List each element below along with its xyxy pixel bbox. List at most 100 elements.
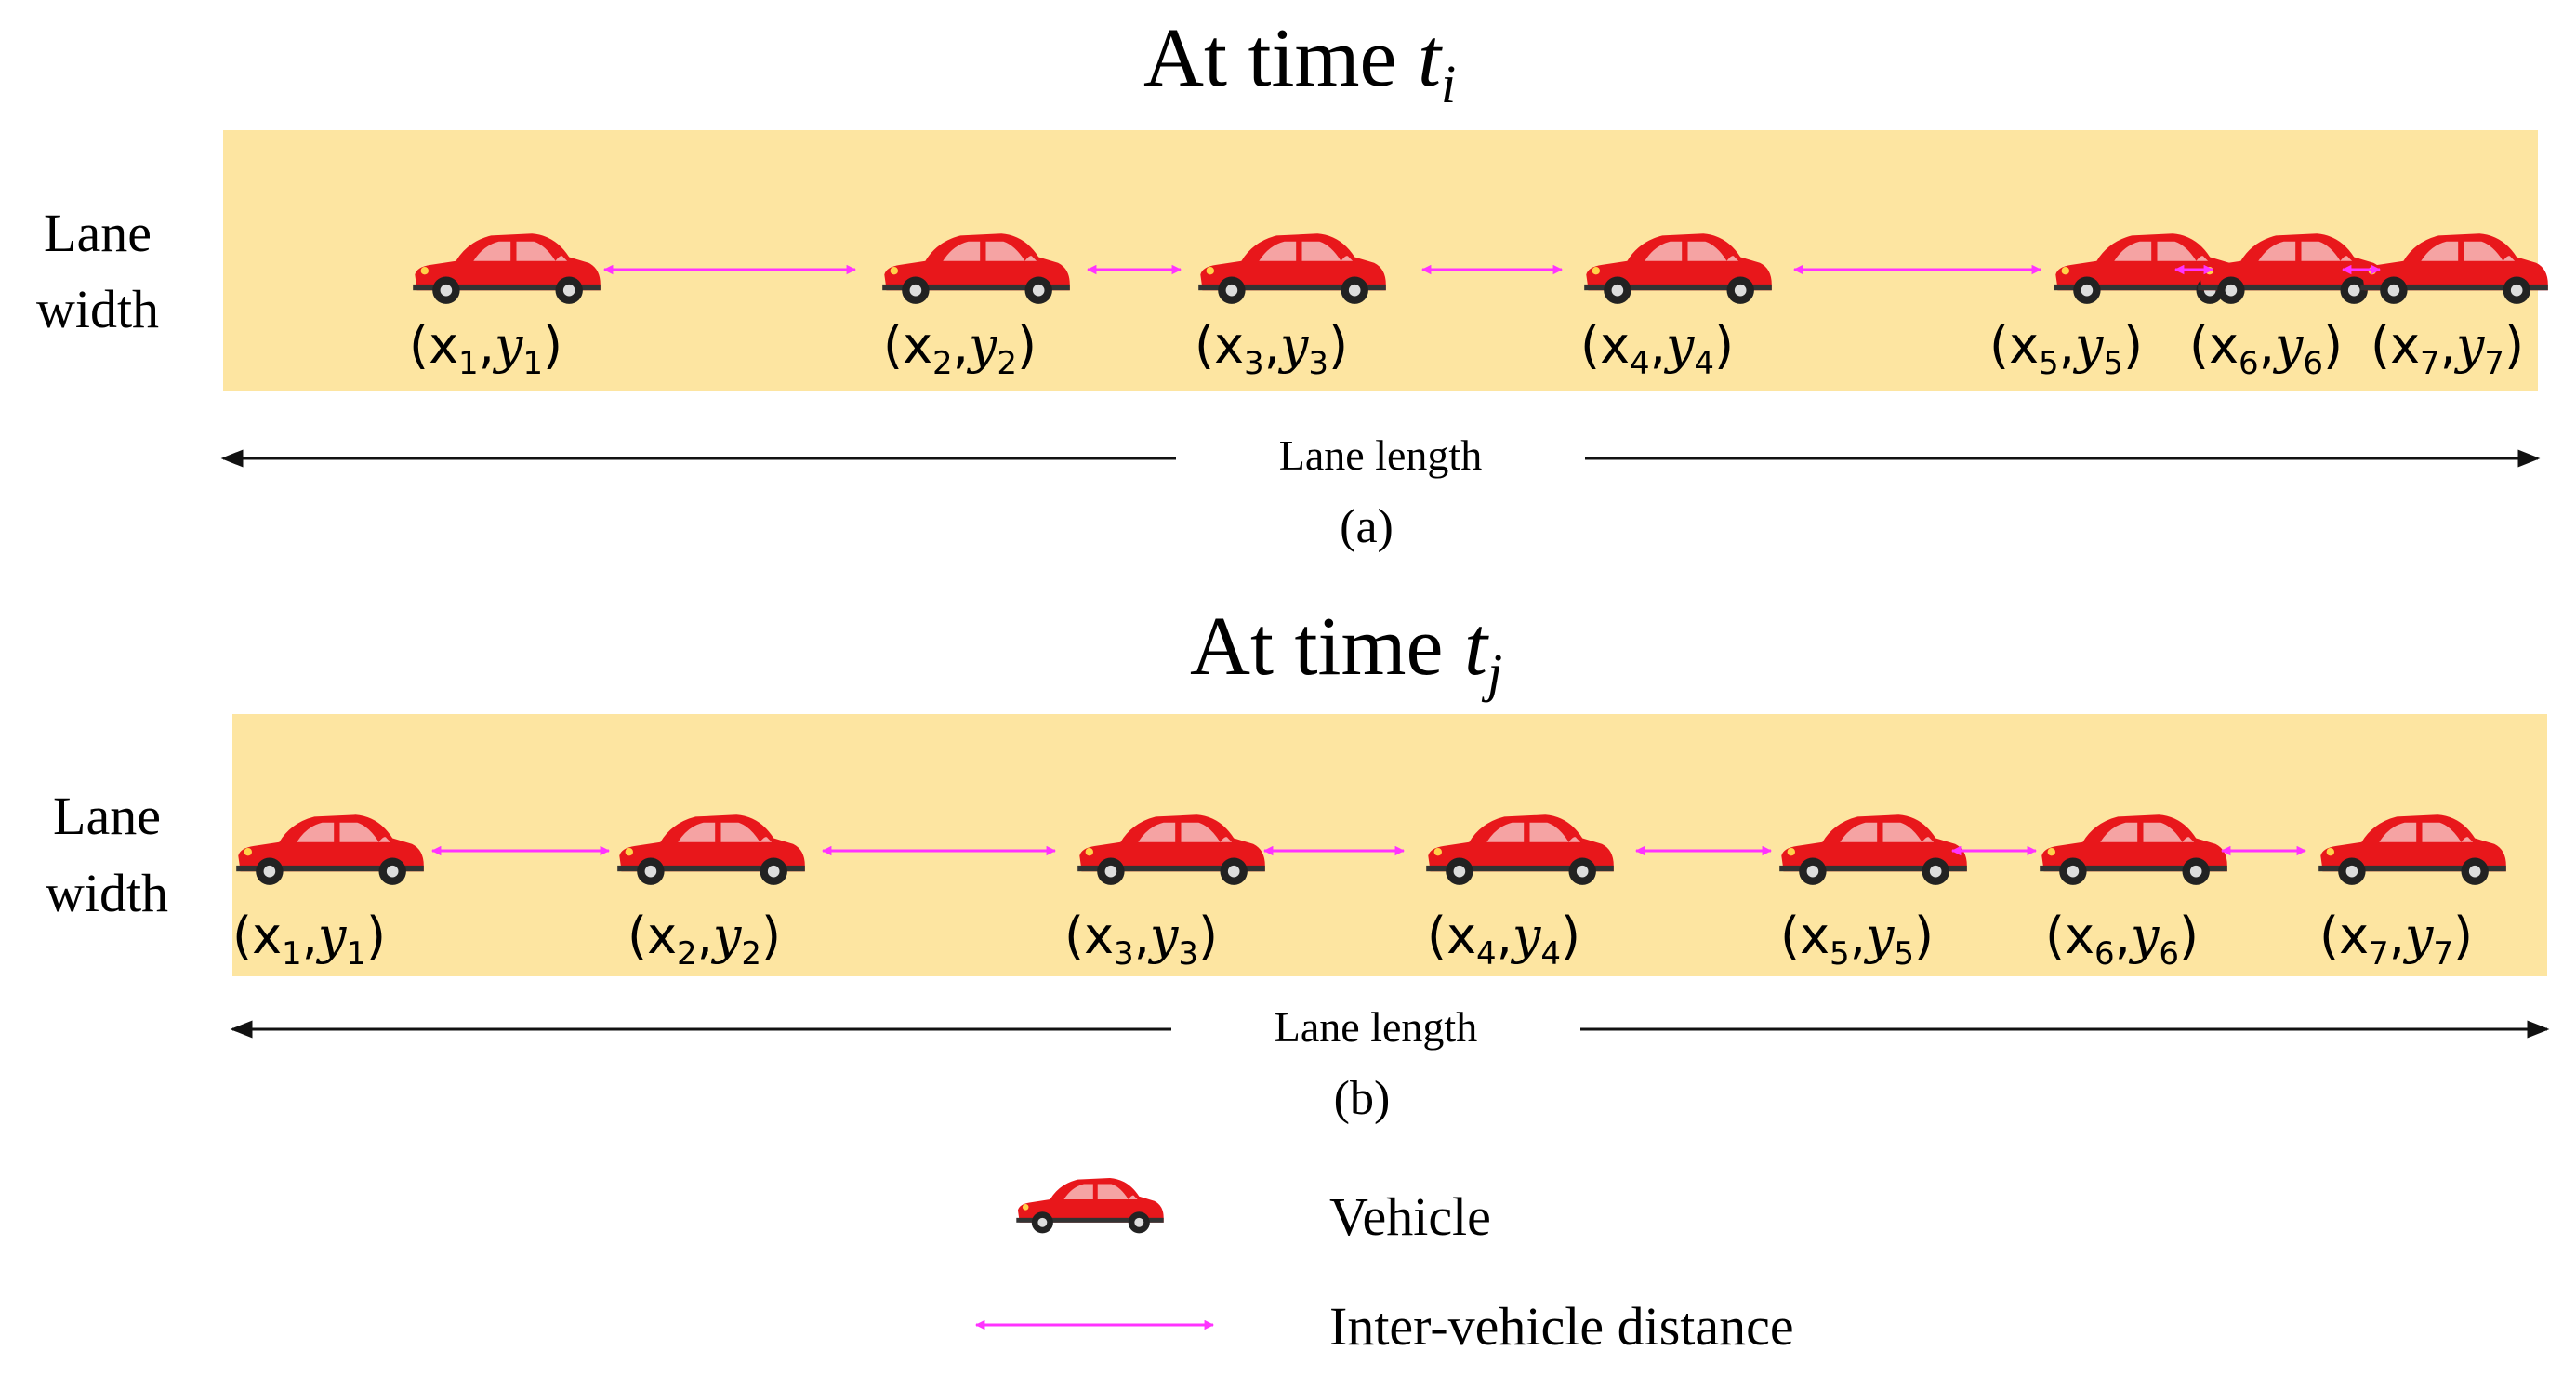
coord-x: x	[2209, 316, 2239, 375]
coord-y: y	[1278, 316, 1310, 375]
coord-x-subscript: 5	[2039, 345, 2059, 382]
panel-title: At time tj	[1190, 601, 1502, 703]
coord-x: x	[429, 316, 458, 375]
coord-y-subscript: 2	[997, 345, 1017, 382]
panel-a: At time tiLanewidth(x1,y1)(x2,y2)(x3,y3)…	[36, 12, 2548, 553]
coord-x: x	[903, 316, 932, 375]
coord-y-subscript: 7	[2484, 345, 2504, 382]
coord-x-subscript: 7	[2420, 345, 2440, 382]
paren-open: (	[1780, 907, 1800, 965]
paren-open: (	[627, 907, 647, 965]
coord-y-subscript: 4	[1540, 935, 1561, 973]
coord-x-subscript: 3	[1114, 935, 1134, 973]
comma: ,	[697, 907, 713, 965]
coord-y-subscript: 2	[741, 935, 761, 973]
comma: ,	[1497, 907, 1513, 965]
vehicle-coordinate: (x6,y6)	[2189, 316, 2343, 382]
coord-y-subscript: 1	[522, 345, 543, 382]
paren-open: (	[232, 907, 252, 965]
comma: ,	[479, 316, 495, 375]
coord-x-subscript: 5	[1830, 935, 1850, 973]
coord-x: x	[1214, 316, 1244, 375]
coord-x: x	[252, 907, 282, 965]
coord-x-subscript: 6	[2094, 935, 2115, 973]
paren-close: )	[2453, 907, 2473, 965]
paren-close: )	[1561, 907, 1580, 965]
paren-close: )	[1198, 907, 1218, 965]
panel-b: At time tjLanewidth(x1,y1)(x2,y2)(x3,y3)…	[46, 601, 2550, 1125]
comma: ,	[1650, 316, 1666, 375]
coord-y: y	[967, 316, 998, 375]
coord-x: x	[2065, 907, 2094, 965]
paren-open: (	[1580, 316, 1600, 375]
paren-open: (	[409, 316, 429, 375]
vehicle-coordinate: (x4,y4)	[1580, 316, 1734, 382]
coord-x: x	[1447, 907, 1476, 965]
coord-x-subscript: 4	[1476, 935, 1497, 973]
coord-y-subscript: 1	[346, 935, 366, 973]
vehicle-coordinate: (x7,y7)	[2319, 907, 2473, 973]
coord-y: y	[1864, 907, 1896, 965]
paren-open: (	[1195, 316, 1214, 375]
comma: ,	[2059, 316, 2075, 375]
coord-x-subscript: 4	[1630, 345, 1650, 382]
paren-open: (	[2045, 907, 2065, 965]
coord-y-subscript: 7	[2433, 935, 2453, 973]
paren-close: )	[543, 316, 562, 375]
legend-distance-label: Inter-vehicle distance	[1329, 1296, 1794, 1357]
lane-length-label: Lane length	[1279, 431, 1482, 479]
coord-y: y	[1148, 907, 1180, 965]
comma: ,	[2115, 907, 2131, 965]
comma: ,	[302, 907, 318, 965]
coord-y: y	[2454, 316, 2486, 375]
coord-y-subscript: 4	[1694, 345, 1714, 382]
coord-x-subscript: 7	[2369, 935, 2389, 973]
panel-caption: (b)	[1334, 1072, 1391, 1125]
paren-open: (	[2189, 316, 2209, 375]
vehicle-coordinate: (x3,y3)	[1195, 316, 1348, 382]
paren-close: )	[1714, 316, 1734, 375]
paren-close: )	[2179, 907, 2199, 965]
paren-close: )	[366, 907, 386, 965]
coord-x: x	[647, 907, 677, 965]
coord-x: x	[1600, 316, 1630, 375]
coord-x: x	[1084, 907, 1114, 965]
coord-y: y	[711, 907, 743, 965]
vehicle-coordinate: (x2,y2)	[883, 316, 1037, 382]
comma: ,	[2259, 316, 2275, 375]
vehicle-coordinate: (x7,y7)	[2371, 316, 2524, 382]
coord-y: y	[1664, 316, 1696, 375]
panel-title: At time ti	[1143, 12, 1456, 114]
vehicle-coordinate: (x6,y6)	[2045, 907, 2199, 973]
coord-y-subscript: 3	[1308, 345, 1328, 382]
comma: ,	[1850, 907, 1866, 965]
coord-x-subscript: 1	[458, 345, 479, 382]
vehicle-coordinate: (x1,y1)	[232, 907, 386, 973]
coord-y: y	[1511, 907, 1542, 965]
coord-y-subscript: 5	[1894, 935, 1914, 973]
coord-y: y	[2403, 907, 2435, 965]
paren-close: )	[2504, 316, 2524, 375]
coord-y-subscript: 6	[2159, 935, 2179, 973]
time-subscript: i	[1441, 54, 1456, 114]
coord-x-subscript: 2	[932, 345, 953, 382]
lane-width-label-line2: width	[36, 279, 159, 339]
time-symbol: t	[1464, 601, 1489, 693]
coord-x: x	[2009, 316, 2039, 375]
coord-y: y	[2073, 316, 2105, 375]
vehicle-coordinate: (x5,y5)	[1989, 316, 2143, 382]
paren-close: )	[1914, 907, 1934, 965]
paren-open: (	[1064, 907, 1084, 965]
coord-y-subscript: 3	[1178, 935, 1198, 973]
panel-caption: (a)	[1340, 500, 1394, 553]
vehicle-coordinate: (x1,y1)	[409, 316, 562, 382]
paren-open: (	[883, 316, 903, 375]
coord-x-subscript: 6	[2239, 345, 2259, 382]
vehicle-coordinate: (x3,y3)	[1064, 907, 1218, 973]
comma: ,	[1264, 316, 1280, 375]
title-text: At time	[1143, 12, 1418, 104]
legend-vehicle-label: Vehicle	[1329, 1186, 1491, 1247]
vehicle-coordinate: (x4,y4)	[1427, 907, 1580, 973]
